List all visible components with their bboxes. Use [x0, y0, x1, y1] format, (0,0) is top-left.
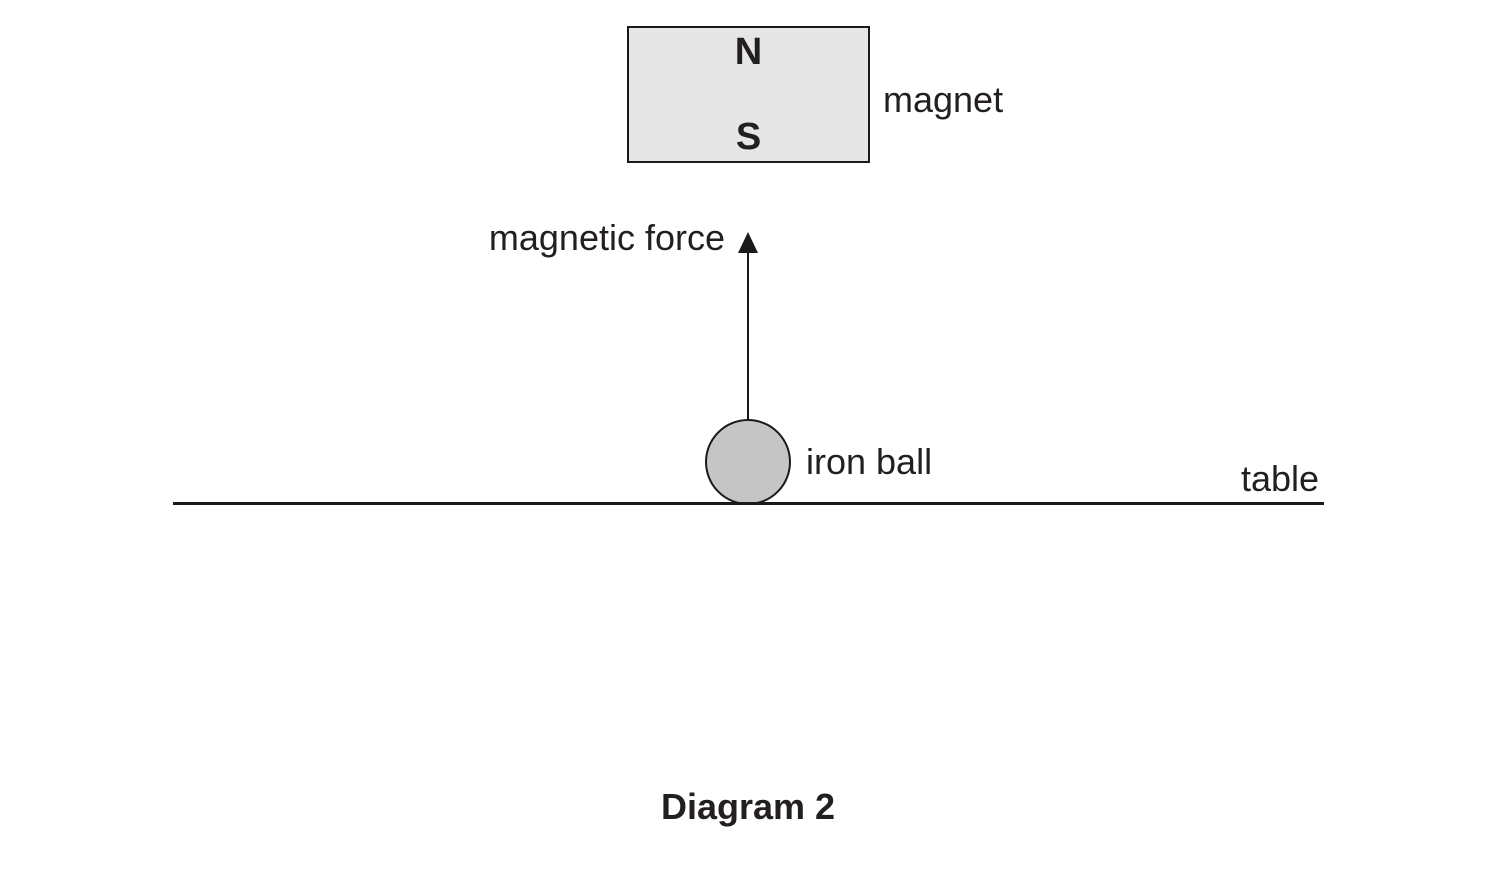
magnetic-force-arrowhead-icon [738, 232, 758, 253]
iron-ball-label: iron ball [806, 441, 933, 482]
diagram-caption: Diagram 2 [660, 786, 836, 827]
magnet-south-pole-label: S [735, 116, 762, 159]
magnet-north-pole-label: N [734, 31, 763, 73]
magnet-label: magnet [883, 79, 1004, 120]
magnetic-force-label: magnetic force [488, 217, 725, 258]
magnet-body: N S [627, 26, 870, 163]
table-surface-line [173, 502, 1324, 505]
iron-ball [705, 419, 791, 505]
table-label: table [1241, 458, 1320, 499]
magnetic-force-arrow [747, 250, 749, 462]
